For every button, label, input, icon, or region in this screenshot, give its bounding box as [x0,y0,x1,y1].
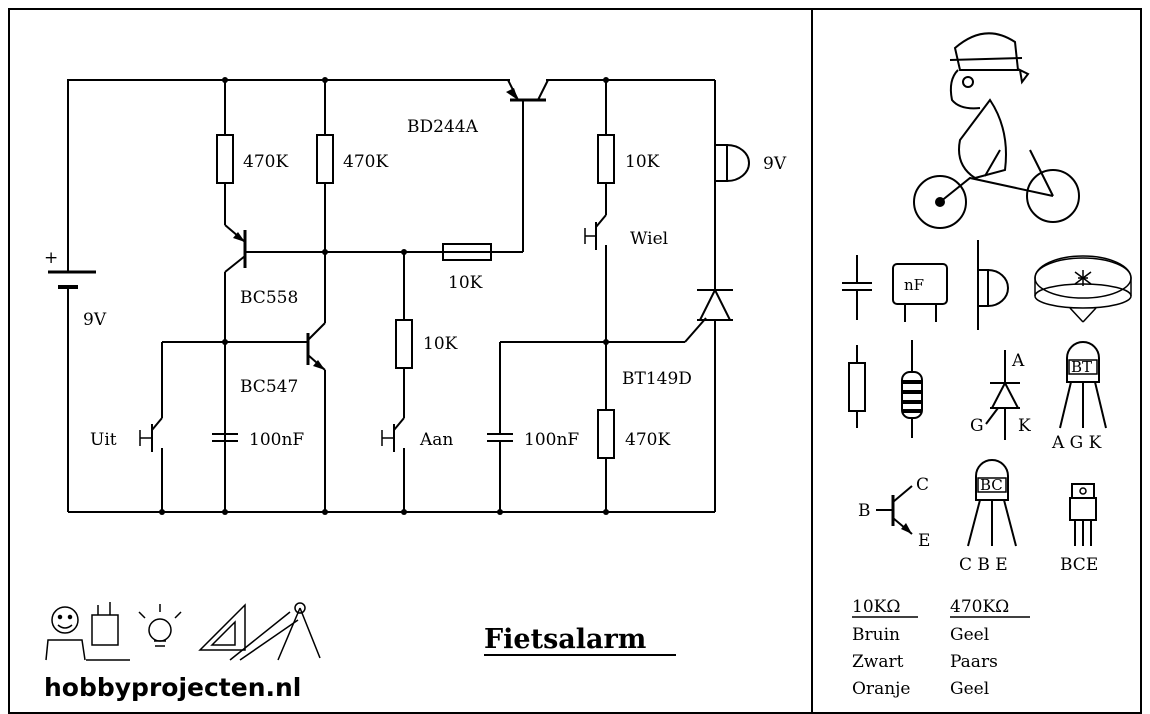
rgate-label: 470K [625,430,670,450]
color-header-10k: 10KΩ [852,597,900,617]
cyclist-icon [913,32,1080,229]
junction-dots [159,77,609,515]
trans-b-label: B [858,501,871,521]
piezo-icon [1034,255,1132,323]
buzzer-symbol [714,80,750,290]
bc558-label: BC558 [240,288,298,308]
battery-label: 9V [83,310,107,330]
color-cell: Bruin [852,625,900,645]
color-cell: Oranje [852,679,910,699]
thyristor-bt149d [697,287,733,512]
color-header-470k: 470KΩ [950,597,1009,617]
battery-symbol [48,80,96,512]
color-resistor-icon [901,340,923,438]
to220-package-icon: BCE [1060,483,1098,575]
transistor-bd244a [506,79,549,252]
r1-label: 470K [243,152,288,172]
brand-name: hobbyprojecten.nl [44,673,301,702]
bc547-label: BC547 [240,377,298,397]
thyristor-label: BT149D [622,369,692,389]
thyr-pkg-label: BT [1071,358,1092,376]
trans-e-label: E [918,531,930,551]
capacitor-c2 [487,342,513,512]
cap2-label: 100nF [524,430,579,450]
resistor-rgate [597,409,615,459]
color-cell: Zwart [852,652,904,672]
thyr-pins-label: A G K [1051,433,1102,453]
color-cell: Paars [950,652,998,672]
switch-uit [139,342,163,512]
capacitor-c1 [212,342,238,442]
r2-label: 470K [343,152,388,172]
film-cap-text: nF [904,276,924,294]
color-code-table: 10KΩ 470KΩ Bruin Geel Zwart Paars Oranje… [852,597,1030,699]
switch-uit-label: Uit [90,430,117,450]
battery-plus-label: + [44,248,58,268]
trans-pins-label: C B E [959,555,1008,575]
transistor-icon: B C E [858,475,930,551]
buzzer-icon [977,240,1009,330]
outer-frame [8,8,1142,714]
circuit-diagram: + 9V 470K BC558 470K [44,77,787,515]
thyristor-icon: A G K [970,350,1031,440]
resistor-rwiel [597,134,615,184]
switch-wiel [584,183,607,342]
to92-package-icon: BT A G K [1051,341,1107,453]
thyr-k-label: K [1018,416,1031,436]
switch-wiel-label: Wiel [630,229,668,249]
color-cell: Geel [950,679,989,699]
switch-aan [381,368,405,512]
power-pins-label: BCE [1060,555,1098,575]
resistor-r1 [216,134,234,184]
trans-pkg-label: BC [980,476,1003,494]
buzzer-label: 9V [763,154,787,174]
page-title: Fietsalarm [484,624,646,655]
cap1-label: 100nF [249,430,304,450]
to92-transistor-icon: BC C B E [959,459,1017,575]
thyr-g-label: G [970,416,984,436]
bd244a-label: BD244A [407,117,479,137]
rb-label: 10K [448,273,483,293]
thyr-a-label: A [1011,351,1025,371]
transistor-bc547 [162,252,326,512]
color-cell: Geel [950,625,989,645]
raan-label: 10K [423,334,458,354]
trans-c-label: C [916,475,929,495]
capacitor-icon [842,255,872,320]
resistor-rb [442,243,492,261]
switch-aan-label: Aan [419,430,453,450]
hobbyist-logo-icon [45,602,321,661]
resistor-raan [395,319,413,369]
resistor-r2 [316,134,334,184]
film-capacitor-icon: nF [892,263,948,322]
rwiel-label: 10K [625,152,660,172]
transistor-bc558 [224,224,523,512]
resistor-icon [848,345,866,428]
